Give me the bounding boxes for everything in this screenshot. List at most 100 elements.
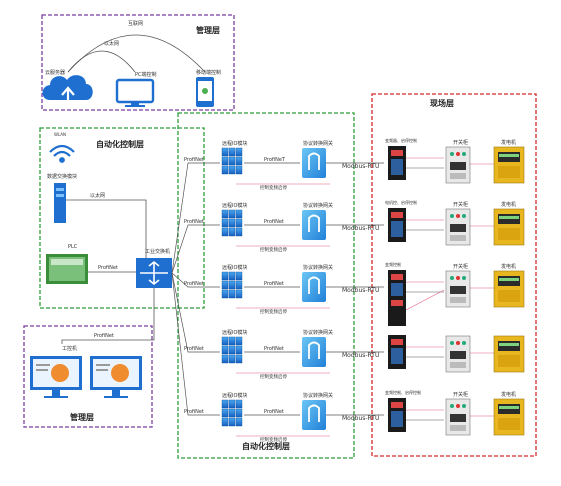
- cabinet-label: 开关柜: [453, 201, 468, 208]
- inverter-icon: [388, 270, 406, 304]
- device-row: ProfiNet远程IO模块ProfiNet协议转换网关控制变频启停Modbus…: [171, 272, 525, 380]
- profinet-in-label: ProfiNet: [184, 219, 204, 225]
- mobile-label: 移动端控制: [196, 69, 221, 76]
- inverter-label: 电机控、启停控制: [385, 199, 417, 205]
- wifi-label: WLAN: [54, 132, 66, 137]
- bottom-profinet-label: ProfiNet: [94, 333, 114, 339]
- switch-label: 工业交换机: [145, 248, 170, 255]
- modbus-label: Modbus-RTU: [342, 352, 379, 359]
- control-label: 控制变频启停: [260, 246, 287, 253]
- inverter-label: 变频控制: [385, 261, 401, 267]
- control-label: 控制变频启停: [260, 308, 287, 315]
- plc-icon: [46, 254, 88, 284]
- profinet-out-label: ProfiNet: [264, 346, 284, 352]
- gateway-icon: [302, 148, 326, 178]
- ethernet-label: 以太网: [90, 192, 105, 199]
- remote-io-icon: [221, 271, 243, 299]
- gateway-label: 协议转换网关: [303, 202, 333, 209]
- bus-line: [171, 272, 220, 288]
- auto-ctrl-left-zone: [39, 127, 205, 309]
- modbus-label: Modbus-RTU: [342, 415, 379, 422]
- io-module-label: 远程IO模块: [222, 264, 247, 271]
- internet-top-label: 互联网: [128, 20, 143, 27]
- generator-label: 发电机: [501, 391, 516, 398]
- remote-io-icon: [221, 209, 243, 237]
- device-row: ProfiNet远程IO模块ProfiNet协议转换网关控制变频启停Modbus…: [171, 199, 525, 274]
- data-module-icon: [54, 183, 66, 223]
- plc-label: PLC: [68, 244, 78, 250]
- management-bottom: ProfiNet 工控机: [30, 288, 155, 398]
- switch-cabinet-icon: [445, 398, 471, 436]
- io-module-label: 远程IO模块: [222, 329, 247, 336]
- plc-profinet-label: ProfiNet: [98, 265, 118, 271]
- cloud-label: 云服务器: [45, 69, 65, 76]
- modbus-label: Modbus-RTU: [342, 225, 379, 232]
- inverter-icon: [388, 146, 406, 180]
- auto-ctrl-bottom-label: 自动化控制层: [242, 441, 290, 451]
- left-control: WLAN 数据交换模块 以太网 PLC ProfiNet 工业交换机: [46, 132, 172, 288]
- auto-ctrl-left-label: 自动化控制层: [96, 139, 144, 149]
- generator-icon: [493, 398, 525, 436]
- profinet-out-label: ProfiNeT: [264, 157, 286, 163]
- ipc-monitor-2-icon: [90, 356, 142, 398]
- profinet-in-label: ProfiNet: [184, 281, 204, 287]
- profinet-out-label: ProfiNet: [264, 409, 284, 415]
- cabinet-label: 开关柜: [453, 391, 468, 398]
- bus-line: [171, 272, 220, 416]
- mgmt-top-label: 管理层: [196, 25, 220, 35]
- inverter-label: 变频器、启停控制: [385, 137, 417, 143]
- internet-mid-label: 以太网: [104, 40, 119, 47]
- gateway-label: 协议转换网关: [303, 140, 333, 147]
- profinet-out-label: ProfiNet: [264, 219, 284, 225]
- ipc-monitor-1-icon: [30, 356, 82, 398]
- gateway-icon: [302, 400, 326, 430]
- field-zone: [371, 93, 537, 457]
- switch-cabinet-icon: [445, 335, 471, 373]
- cabinet-label: 开关柜: [453, 139, 468, 146]
- arc-cloud-mobile: [67, 34, 206, 73]
- auto-ctrl-bottom-zone: [177, 112, 355, 459]
- generator-icon: [493, 335, 525, 373]
- gateway-icon: [302, 210, 326, 240]
- profinet-out-label: ProfiNet: [264, 281, 284, 287]
- ipc-switch-line: [61, 288, 155, 344]
- generator-icon: [493, 146, 525, 184]
- switch-cabinet-icon: [445, 208, 471, 246]
- mgmt-bottom-zone: [23, 325, 153, 428]
- profinet-in-label: ProfiNet: [184, 409, 204, 415]
- pc-label: PC端控制: [135, 71, 157, 78]
- bus-line: [171, 224, 220, 274]
- management-top: 互联网 以太网 云服务器 PC端控制 移动端控制: [42, 20, 221, 107]
- switch-cabinet-icon: [445, 146, 471, 184]
- mgmt-bottom-label: 管理层: [70, 412, 94, 422]
- modbus-label: Modbus-RTU: [342, 163, 379, 170]
- industrial-switch-icon: [136, 258, 172, 288]
- device-row: ProfiNet 远程IO模块 ProfiNet 协议转换网关 控制变频启停 Modbus…: [171, 272, 525, 443]
- control-label: 控制变频启停: [260, 373, 287, 380]
- data-module-label: 数据交换模块: [47, 173, 77, 180]
- device-rows: ProfiNet远程IO模块ProfiNeT协议转换网关控制变频启停Modbus…: [171, 137, 525, 443]
- device-row: ProfiNet远程IO模块ProfiNeT协议转换网关控制变频启停Modbus…: [171, 137, 525, 274]
- io-module-label: 远程IO模块: [222, 140, 247, 147]
- pc-monitor-icon: [115, 78, 155, 107]
- arc-cloud-pc: [67, 50, 136, 73]
- switch-cabinet-icon: [445, 270, 471, 308]
- remote-io-icon: [221, 336, 243, 364]
- gateway-icon: [302, 337, 326, 367]
- generator-label: 发电机: [501, 139, 516, 146]
- remote-io-icon: [221, 147, 243, 175]
- mgmt-top-zone: [41, 14, 235, 111]
- ipc-label: 工控机: [62, 345, 77, 352]
- inverter-icon: [388, 208, 406, 242]
- cloud-icon: [42, 75, 93, 106]
- generator-label: 发电机: [501, 201, 516, 208]
- generator-icon: [493, 208, 525, 246]
- generator-label: 发电机: [501, 263, 516, 270]
- gateway-label: 协议转换网关: [303, 392, 333, 399]
- bus-line: [171, 162, 220, 274]
- control-label: 控制变频启停: [260, 184, 287, 191]
- modbus-label: Modbus-RTU: [342, 287, 379, 294]
- gateway-icon: [302, 272, 326, 302]
- gateway-label: 协议转换网关: [303, 264, 333, 271]
